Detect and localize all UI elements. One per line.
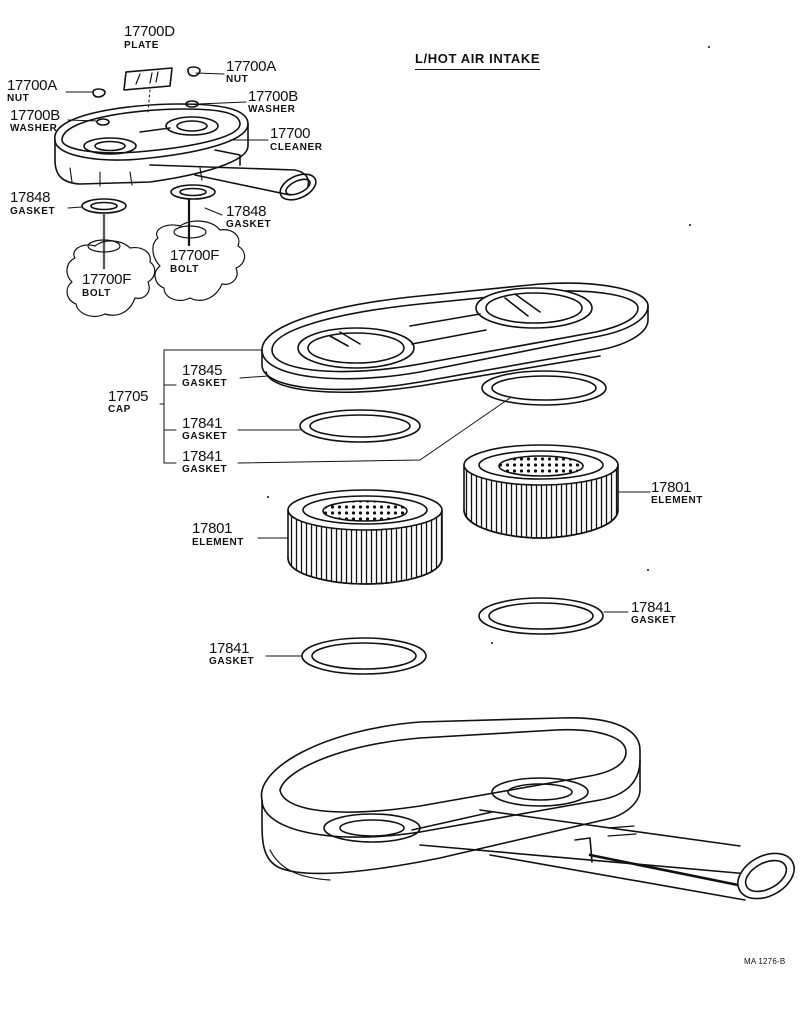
callout-gasket-17841-right-part: 17841	[631, 599, 672, 616]
callout-element-left-name: ELEMENT	[192, 537, 244, 548]
callout-nut-right-name: NUT	[226, 74, 249, 85]
callout-gasket-17848-right-part: 17848	[226, 203, 267, 220]
diagram-title-wrap: L/HOT AIR INTAKE	[415, 50, 541, 70]
callout-gasket-17841-left-part: 17841	[209, 640, 250, 657]
callout-gasket-17848-right-name: GASKET	[226, 219, 272, 230]
element-17801-left-shape	[257, 489, 443, 585]
washer-17700b-left-shape	[96, 118, 110, 126]
element-17801-right-shape	[463, 444, 651, 539]
cap-17705-shape	[261, 282, 649, 393]
callout-gasket-17845-part: 17845	[182, 362, 223, 379]
gasket-17841-right-shape	[478, 597, 604, 635]
callout-cap-name: CAP	[108, 404, 131, 415]
callout-gasket-17848-left-name: GASKET	[10, 206, 56, 217]
callout-gasket-17848-left-part: 17848	[10, 189, 51, 206]
callout-gasket-17845-name: GASKET	[182, 378, 228, 389]
callout-element-right-name: ELEMENT	[651, 495, 703, 506]
gasket-17848-right-shape	[170, 184, 216, 200]
callout-bolt-left-part: 17700F	[82, 271, 132, 288]
reference-code: MA 1276-B	[744, 957, 786, 966]
callout-cap-part: 17705	[108, 388, 149, 405]
callout-bolt-right-name: BOLT	[170, 264, 199, 275]
callout-plate-part: 17700D	[124, 23, 175, 40]
callout-nut-left-name: NUT	[7, 93, 30, 104]
callout-washer-right-name: WASHER	[248, 104, 296, 115]
nut-17700a-right-shape	[187, 66, 201, 77]
callout-bolt-left-name: BOLT	[82, 288, 111, 299]
callout-gasket-17841-upper-name: GASKET	[182, 431, 228, 442]
nut-17700a-left-shape	[92, 88, 106, 98]
callout-bolt-right-part: 17700F	[170, 247, 220, 264]
small-cleaner-assembly	[54, 103, 317, 201]
callout-nut-left-part: 17700A	[7, 77, 57, 94]
plate-17700d	[123, 67, 173, 113]
callout-gasket-17841-second-part: 17841	[182, 448, 223, 465]
callout-element-right-part: 17801	[651, 479, 692, 496]
callout-gasket-17841-right-name: GASKET	[631, 615, 677, 626]
callout-gasket-17841-left-name: GASKET	[209, 656, 255, 667]
callout-washer-left-name: WASHER	[10, 123, 58, 134]
callout-washer-left-part: 17700B	[10, 107, 60, 124]
diagram-title: L/HOT AIR INTAKE	[415, 51, 541, 66]
gasket-17841-second-shape	[481, 370, 607, 406]
callout-nut-right-part: 17700A	[226, 58, 276, 75]
gasket-17848-left-shape	[81, 198, 127, 214]
cap-bracket	[159, 349, 511, 464]
callout-cleaner-name: CLEANER	[270, 142, 323, 153]
cleaner-housing-shape	[260, 717, 795, 901]
gasket-17841-upper-shape	[299, 409, 421, 443]
callout-cleaner-part: 17700	[270, 125, 311, 142]
callout-gasket-17841-second-name: GASKET	[182, 464, 228, 475]
callout-gasket-17841-upper-part: 17841	[182, 415, 223, 432]
callout-washer-right-part: 17700B	[248, 88, 298, 105]
callout-plate-name: PLATE	[124, 40, 160, 51]
callout-element-left-part: 17801	[192, 520, 233, 537]
